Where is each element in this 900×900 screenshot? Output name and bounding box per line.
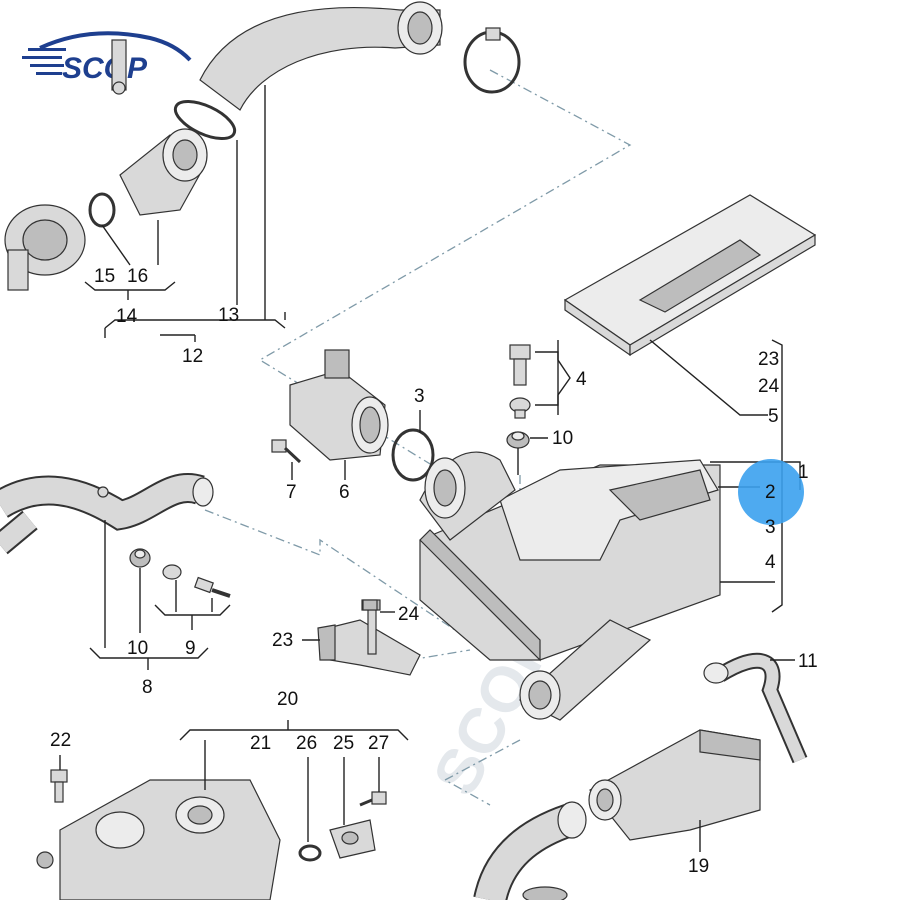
callout-9: 9 (185, 638, 196, 659)
callout-4: 4 (576, 369, 587, 390)
callout-7: 7 (286, 482, 297, 503)
lower-hose (473, 801, 587, 900)
intake-snorkel (518, 619, 652, 721)
callout-23-right: 23 (758, 349, 779, 370)
gasket-15 (88, 192, 116, 228)
charge-pipe-8 (0, 473, 214, 555)
grommet-10-left (129, 548, 151, 568)
logo-text: SCQP (62, 52, 148, 85)
callout-12: 12 (182, 346, 203, 367)
callout-26: 26 (296, 733, 317, 754)
upper-air-duct (199, 1, 443, 111)
bolt-4 (509, 344, 531, 419)
screw-27 (359, 791, 387, 807)
grommet-10-top (506, 431, 530, 449)
callout-6: 6 (339, 482, 350, 503)
callout-16: 16 (127, 266, 148, 287)
callout-21: 21 (250, 733, 271, 754)
callout-4-right: 4 (765, 552, 776, 573)
callout-24-right: 24 (758, 376, 780, 397)
highlight-marker (738, 459, 804, 525)
callout-27: 27 (368, 733, 389, 754)
callout-10-top: 10 (552, 428, 573, 449)
callout-25: 25 (333, 733, 354, 754)
callout-13: 13 (218, 305, 239, 326)
air-guide-19 (588, 729, 761, 841)
hose-clamp (463, 27, 521, 94)
callout-22: 22 (50, 730, 71, 751)
turbo-flange (4, 204, 86, 291)
breather-hose-11 (703, 652, 808, 764)
brand-logo: SCQP (22, 31, 192, 85)
callout-14: 14 (116, 306, 138, 327)
callout-5: 5 (768, 406, 779, 427)
air-filter-housing (419, 451, 721, 662)
flange-25 (329, 819, 376, 859)
bolt-22 (50, 769, 68, 803)
callout-1: 1 (798, 462, 809, 483)
o-ring-3 (391, 428, 435, 482)
screw-7 (271, 439, 302, 464)
callout-10-left: 10 (127, 638, 148, 659)
filter-housing-cover (563, 194, 817, 357)
bolt-24 (362, 599, 378, 611)
bolt-9 (194, 576, 231, 598)
callout-15: 15 (94, 266, 115, 287)
nut-9 (162, 564, 182, 580)
duct-clamp (173, 99, 237, 141)
callout-3: 3 (414, 386, 425, 407)
intake-adapter (111, 39, 208, 216)
o-ring-26 (298, 844, 322, 862)
callout-11: 11 (798, 651, 818, 672)
callout-labels: 12 13 14 15 16 3 6 7 4 10 23 24 5 1 2 3 … (50, 266, 818, 877)
mass-air-flow-sensor (289, 349, 389, 461)
callout-20: 20 (277, 689, 298, 710)
bracket-23 (317, 599, 421, 676)
callout-2: 2 (765, 482, 776, 503)
callout-24-bracket: 24 (398, 604, 420, 625)
callout-8: 8 (142, 677, 153, 698)
intake-manifold (36, 779, 281, 900)
callout-3-right: 3 (765, 517, 776, 538)
callout-23-bracket: 23 (272, 630, 293, 651)
callout-19: 19 (688, 856, 709, 877)
